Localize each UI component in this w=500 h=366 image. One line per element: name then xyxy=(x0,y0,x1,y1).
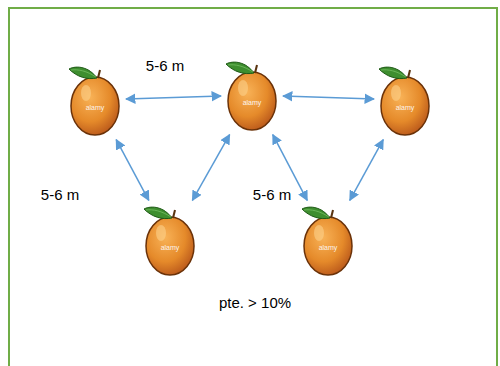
leaf-vein xyxy=(71,70,96,77)
distance-arrow xyxy=(192,135,229,201)
fruit-leaf xyxy=(69,67,97,79)
dimension-label: 5-6 m xyxy=(144,57,186,75)
leaf-vein xyxy=(304,210,329,217)
fruit-leaf xyxy=(144,207,172,219)
watermark-text: alamy xyxy=(396,104,415,111)
dimension-label: 5-6 m xyxy=(39,186,81,204)
fruit-body xyxy=(304,217,352,275)
mango-fruit xyxy=(67,63,123,137)
fruit-body xyxy=(381,77,429,135)
mango-fruit xyxy=(377,63,433,137)
watermark-text: alamy xyxy=(319,244,338,251)
fruit-stem xyxy=(173,210,175,218)
fruit-highlight xyxy=(156,225,166,241)
fruit-body xyxy=(228,72,276,130)
mango-fruit: alamy xyxy=(224,58,280,132)
mango-fruit: alamy xyxy=(300,203,356,277)
fruit-body xyxy=(146,217,194,275)
distance-arrow xyxy=(283,96,374,99)
fruit-body xyxy=(71,77,119,135)
leaf-vein xyxy=(228,65,253,72)
fruit-highlight xyxy=(238,80,248,96)
fruit-stem xyxy=(331,210,333,218)
watermark-text: alamy xyxy=(243,99,262,106)
mango-fruit: alamy xyxy=(377,63,433,137)
leaf-vein xyxy=(146,210,171,217)
distance-arrow xyxy=(126,96,221,99)
mango-fruit xyxy=(300,203,356,277)
mango-fruit xyxy=(224,58,280,132)
fruit-stem xyxy=(255,65,257,73)
fruit-highlight xyxy=(391,85,401,101)
frame-border xyxy=(9,8,497,366)
fruit-stem xyxy=(408,70,410,78)
mango-fruit xyxy=(142,203,198,277)
watermark-text: alamy xyxy=(86,104,105,111)
fruit-highlight xyxy=(314,225,324,241)
fruit-leaf xyxy=(226,62,254,74)
slope-label: pte. > 10% xyxy=(217,294,293,312)
dimension-label: 5-6 m xyxy=(251,186,293,204)
fruit-leaf xyxy=(302,207,330,219)
watermark-text: alamy xyxy=(161,244,180,251)
distance-arrow xyxy=(350,140,383,201)
leaf-vein xyxy=(381,70,406,77)
mango-fruit: alamy xyxy=(67,63,123,137)
fruit-leaf xyxy=(379,67,407,79)
distance-arrow xyxy=(116,140,149,201)
mango-fruit: alamy xyxy=(142,203,198,277)
fruit-stem xyxy=(98,70,100,78)
fruit-highlight xyxy=(81,85,91,101)
